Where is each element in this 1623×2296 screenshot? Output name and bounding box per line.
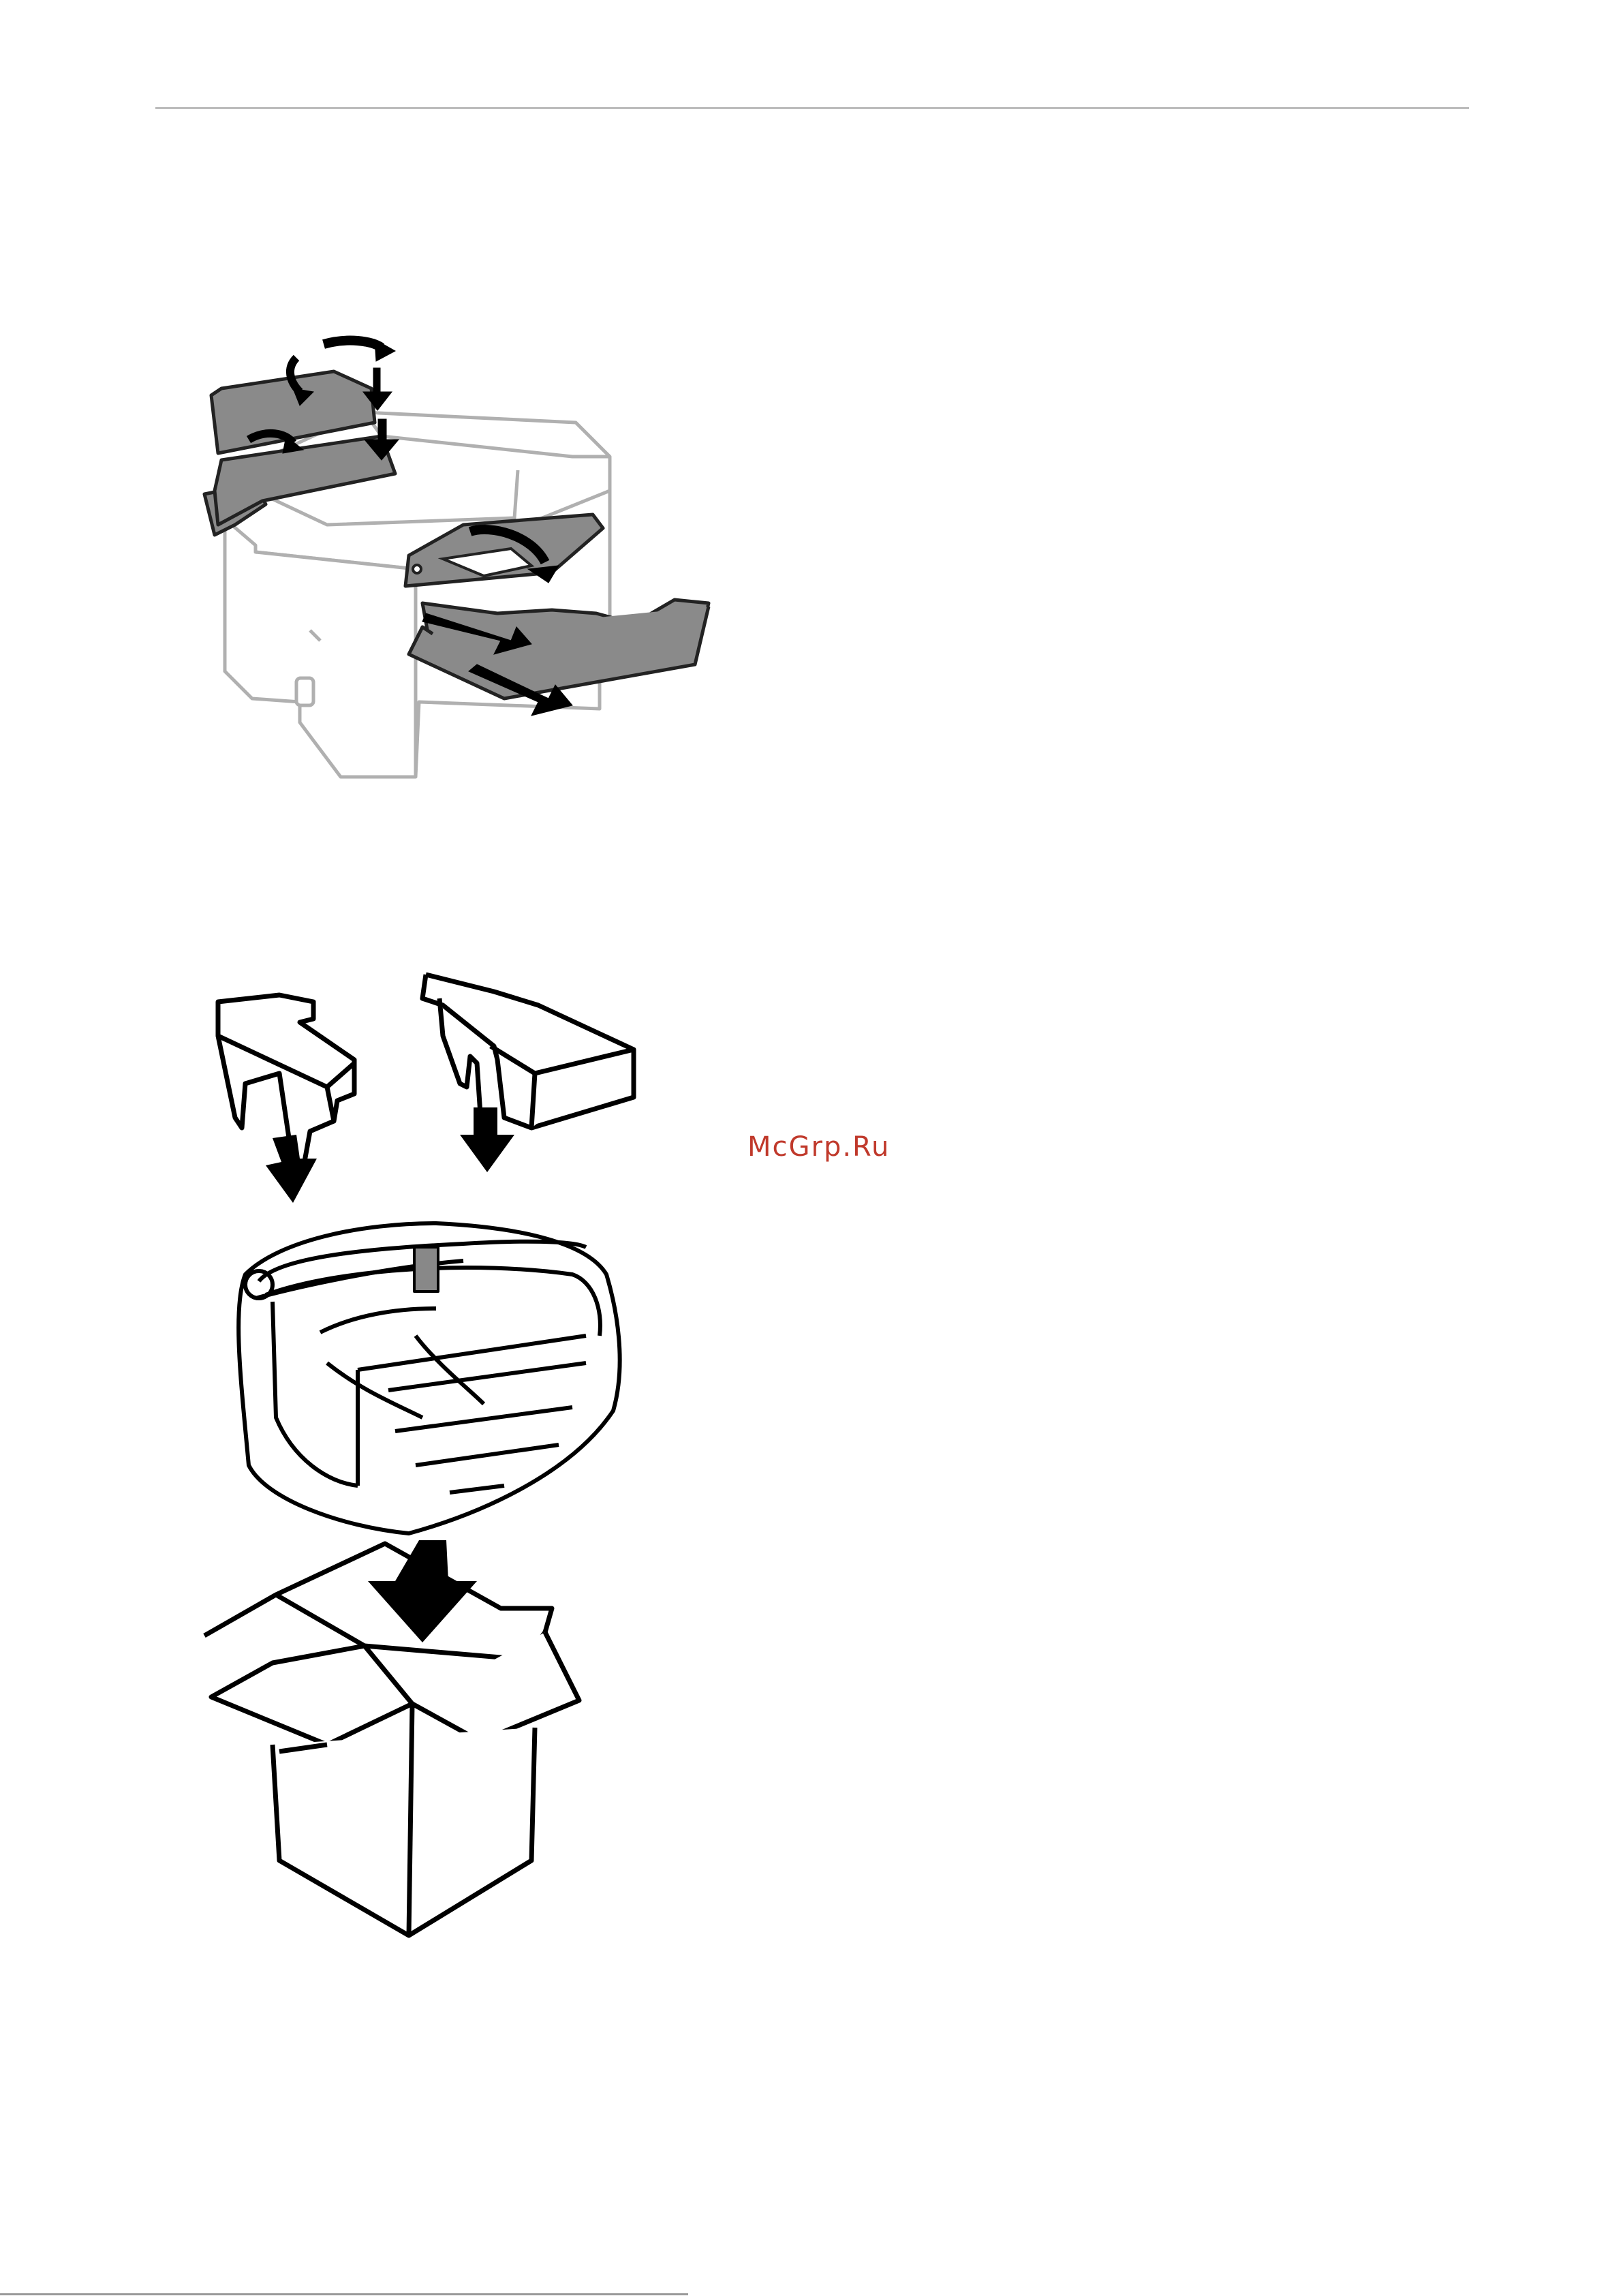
footer-divider <box>0 2293 688 2295</box>
header-divider <box>155 107 1469 109</box>
watermark-text: McGrp.Ru <box>747 1131 890 1163</box>
printer-illustration <box>191 300 722 791</box>
box-packing-illustration <box>191 954 736 1949</box>
